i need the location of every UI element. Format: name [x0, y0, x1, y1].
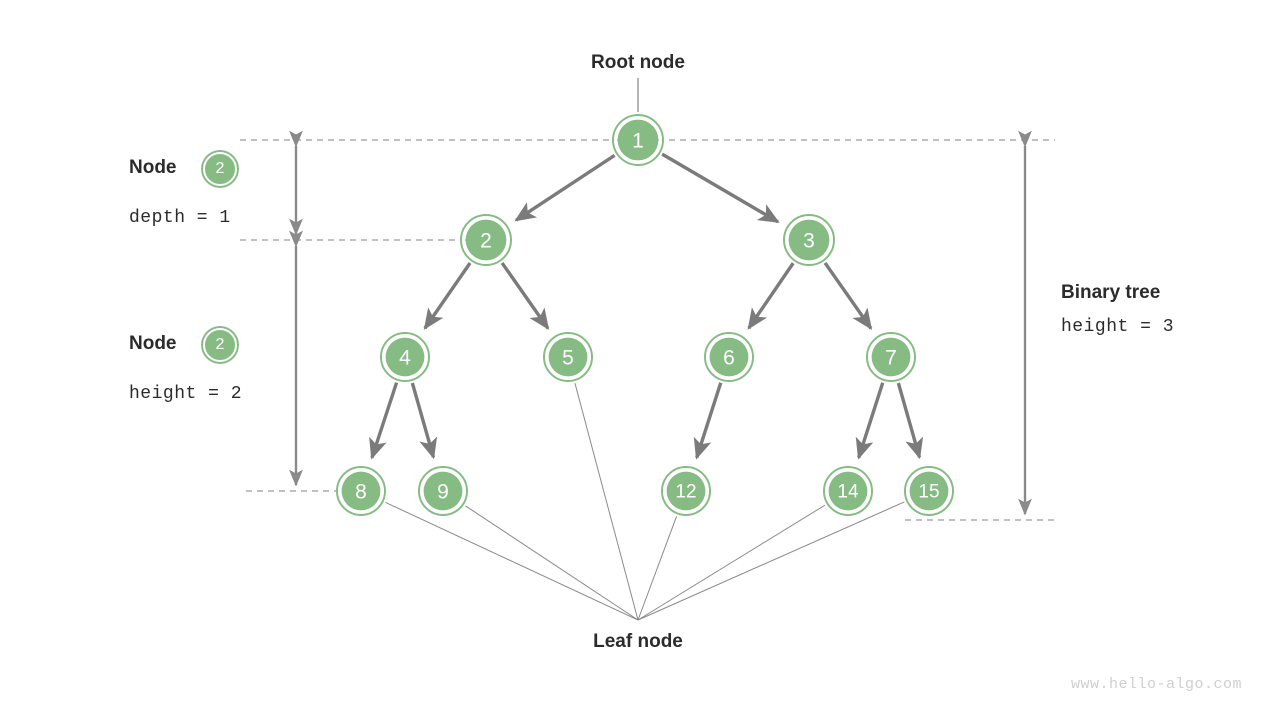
- node-white-ring-4: [382, 334, 428, 380]
- node-value-8: 8: [355, 481, 367, 504]
- edge-n2-n5: [500, 261, 550, 331]
- node-outer-ring-6: [704, 332, 754, 382]
- node-outer-ring-8: [336, 466, 386, 516]
- node-outer-ring-5: [543, 332, 593, 382]
- edge-n7-n15: [896, 382, 924, 460]
- edge-n3-n6: [747, 262, 795, 330]
- node-disc-12: [666, 471, 706, 511]
- tree-node-12: 12: [661, 466, 711, 516]
- node-outer-ring-1: [612, 114, 664, 166]
- node-outer-ring-7: [866, 332, 916, 382]
- node-disc-2: [465, 219, 507, 261]
- edge-n7-n14: [855, 382, 885, 460]
- node-value-9: 9: [437, 481, 449, 504]
- node-outer-ring-12: [661, 466, 711, 516]
- tree-node-14: 14: [823, 466, 873, 516]
- node-white-ring-2: [462, 216, 510, 264]
- tree-node-9: 9: [418, 466, 468, 516]
- node-disc-14: [828, 471, 868, 511]
- node-white-ring-6: [706, 334, 752, 380]
- tree-edges: [369, 152, 924, 460]
- edge-n4-n8: [369, 382, 399, 460]
- tree-node-7: 7: [866, 332, 916, 382]
- node-disc-1: [617, 119, 659, 161]
- leaf-line-n5: [574, 382, 639, 621]
- node-disc-4: [385, 337, 425, 377]
- node-value-12: 12: [675, 482, 696, 503]
- node-value-5: 5: [562, 347, 574, 370]
- node-disc-15: [909, 471, 949, 511]
- tree-node-3: 3: [783, 214, 835, 266]
- tree-node-15: 15: [904, 466, 954, 516]
- leaf-pointer-lines: [385, 382, 905, 621]
- tree-node-2: 2: [460, 214, 512, 266]
- node-value-7: 7: [885, 347, 897, 370]
- node-white-ring-1: [614, 116, 662, 164]
- node-value-2: 2: [480, 230, 492, 253]
- node-value-15: 15: [918, 482, 939, 503]
- node-outer-ring-14: [823, 466, 873, 516]
- node-disc-9: [423, 471, 463, 511]
- edge-n3-n7: [823, 261, 873, 331]
- node-white-ring-5: [545, 334, 591, 380]
- tree-node-1: 1: [612, 114, 664, 166]
- node-disc-3: [788, 219, 830, 261]
- node-white-ring-3: [785, 216, 833, 264]
- node-white-ring-8: [338, 468, 384, 514]
- node-white-ring-14: [825, 468, 871, 514]
- node-disc-6: [709, 337, 749, 377]
- node-white-ring-15: [906, 468, 952, 514]
- leaf-line-n8: [385, 501, 639, 621]
- node-outer-ring-4: [380, 332, 430, 382]
- node-value-3: 3: [803, 230, 815, 253]
- edge-n2-n4: [423, 262, 472, 330]
- node-value-4: 4: [399, 347, 411, 370]
- node-value-1: 1: [632, 130, 644, 153]
- node-disc-7: [871, 337, 911, 377]
- node-value-14: 14: [837, 482, 859, 503]
- node-white-ring-7: [868, 334, 914, 380]
- node-disc-5: [548, 337, 588, 377]
- tree-node-4: 4: [380, 332, 430, 382]
- measure-arrows: [289, 130, 1032, 516]
- leaf-line-n14: [637, 504, 826, 621]
- node-disc-8: [341, 471, 381, 511]
- tree-node-6: 6: [704, 332, 754, 382]
- leaf-line-n9: [465, 505, 639, 621]
- node-outer-ring-9: [418, 466, 468, 516]
- tree-node-8: 8: [336, 466, 386, 516]
- node-outer-ring-15: [904, 466, 954, 516]
- node-white-ring-9: [420, 468, 466, 514]
- leaf-line-n12: [637, 516, 678, 621]
- node-outer-ring-3: [783, 214, 835, 266]
- node-white-ring-12: [663, 468, 709, 514]
- leaf-line-n15: [637, 501, 905, 621]
- edge-n6-n12: [693, 382, 723, 460]
- tree-node-5: 5: [543, 332, 593, 382]
- node-value-6: 6: [723, 347, 735, 370]
- guide-lines: [240, 139, 1055, 521]
- edge-n1-n2: [514, 153, 616, 222]
- edge-n1-n3: [661, 152, 780, 224]
- node-outer-ring-2: [460, 214, 512, 266]
- edge-n4-n9: [410, 382, 438, 460]
